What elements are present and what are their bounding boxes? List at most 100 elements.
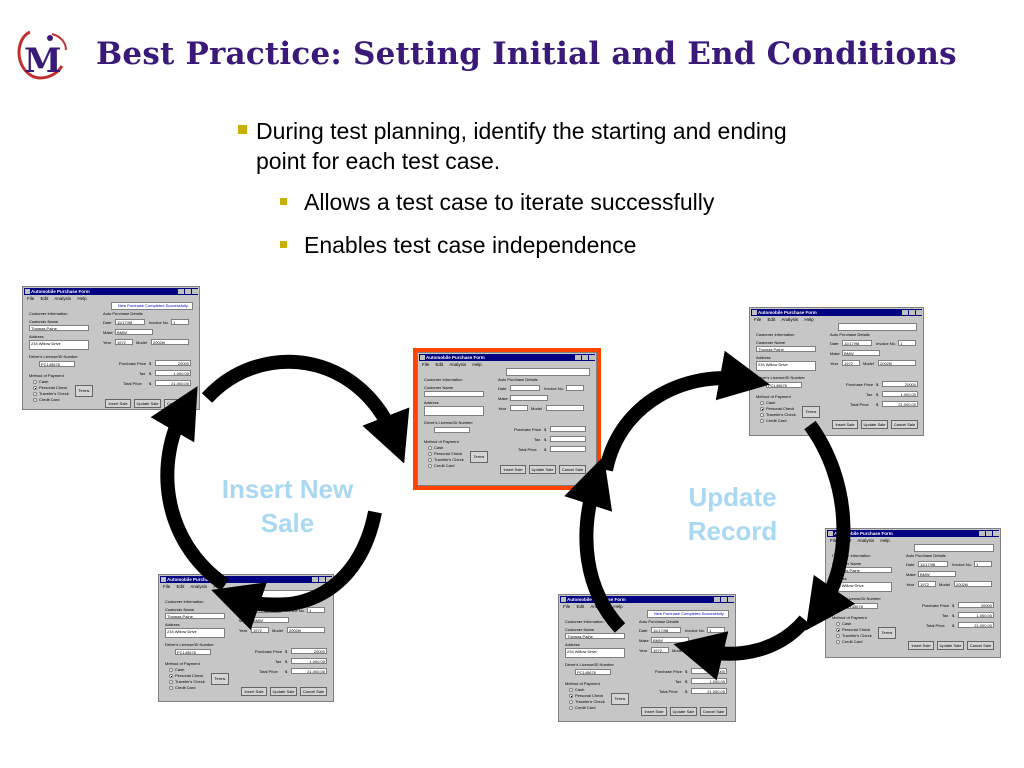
payment-radio-cash[interactable] bbox=[428, 446, 432, 450]
model-field[interactable]: 2002tii bbox=[287, 627, 325, 633]
payment-radio-travelers-check[interactable] bbox=[760, 413, 764, 417]
menu-analysis[interactable]: Analysis bbox=[857, 538, 875, 543]
make-select[interactable]: BMW bbox=[115, 329, 153, 335]
invoice-field[interactable]: 1 bbox=[307, 607, 325, 613]
payment-radio-personal-check[interactable] bbox=[33, 386, 37, 390]
date-field[interactable]: 11/17/98 bbox=[651, 627, 681, 633]
terms-button[interactable]: Terms bbox=[802, 406, 820, 418]
menu-edit[interactable]: Edit bbox=[40, 296, 49, 301]
make-select[interactable] bbox=[510, 395, 548, 401]
minimize-icon[interactable] bbox=[575, 355, 581, 360]
menu-help[interactable]: Help bbox=[472, 362, 482, 367]
license-field[interactable]: PC145678 bbox=[39, 361, 75, 367]
year-field[interactable] bbox=[510, 405, 528, 411]
menu-edit[interactable]: Edit bbox=[176, 584, 185, 589]
license-field[interactable]: PC145678 bbox=[575, 669, 611, 675]
menu-file[interactable]: File bbox=[422, 362, 430, 367]
terms-button[interactable]: Terms bbox=[470, 451, 488, 463]
cancel-sale-button[interactable]: Cancel Sale bbox=[967, 641, 994, 650]
update-sale-button[interactable]: Update Sale bbox=[529, 465, 556, 474]
purchase-price-field[interactable]: 20000 bbox=[291, 648, 327, 654]
payment-radio-travelers-check[interactable] bbox=[836, 634, 840, 638]
purchase-price-field[interactable] bbox=[550, 426, 586, 432]
menu-analysis[interactable]: Analysis bbox=[781, 317, 799, 322]
menu-analysis[interactable]: Analysis bbox=[54, 296, 72, 301]
insert-sale-button[interactable]: Insert Sale bbox=[641, 707, 667, 716]
maximize-icon[interactable] bbox=[582, 355, 588, 360]
update-sale-button[interactable]: Update Sale bbox=[937, 641, 964, 650]
model-field[interactable]: 2002tii bbox=[151, 339, 189, 345]
terms-button[interactable]: Terms bbox=[611, 693, 629, 705]
date-field[interactable]: 11/17/98 bbox=[842, 340, 872, 346]
customer-name-field[interactable]: Thomas Paine bbox=[29, 325, 89, 331]
address-field[interactable]: 234 Willow Drive bbox=[29, 340, 89, 350]
year-field[interactable]: 1972 bbox=[115, 339, 133, 345]
menu-help[interactable]: Help bbox=[880, 538, 890, 543]
close-icon[interactable] bbox=[589, 355, 595, 360]
menu-edit[interactable]: Edit bbox=[435, 362, 444, 367]
menu-help[interactable]: Help bbox=[804, 317, 814, 322]
close-icon[interactable] bbox=[192, 289, 198, 294]
make-select[interactable]: BMW bbox=[918, 571, 956, 577]
maximize-icon[interactable] bbox=[185, 289, 191, 294]
maximize-icon[interactable] bbox=[986, 531, 992, 536]
menu-analysis[interactable]: Analysis bbox=[190, 584, 208, 589]
payment-radio-cash[interactable] bbox=[33, 380, 37, 384]
date-field[interactable]: 11/17/98 bbox=[115, 319, 145, 325]
menu-file[interactable]: File bbox=[163, 584, 171, 589]
menu-analysis[interactable]: Analysis bbox=[449, 362, 467, 367]
address-field[interactable]: 234 Willow Drive bbox=[165, 628, 225, 638]
tax-field[interactable]: 1,000.00 bbox=[155, 370, 191, 376]
menu-help[interactable]: Help bbox=[77, 296, 87, 301]
make-select[interactable]: BMW bbox=[842, 350, 880, 356]
cancel-sale-button[interactable]: Cancel Sale bbox=[700, 707, 727, 716]
close-icon[interactable] bbox=[916, 310, 922, 315]
year-field[interactable]: 1972 bbox=[918, 581, 936, 587]
maximize-icon[interactable] bbox=[721, 597, 727, 602]
year-field[interactable]: 1972 bbox=[842, 360, 860, 366]
payment-radio-cash[interactable] bbox=[569, 688, 573, 692]
payment-radio-travelers-check[interactable] bbox=[428, 458, 432, 462]
minimize-icon[interactable] bbox=[902, 310, 908, 315]
update-sale-button[interactable]: Update Sale bbox=[670, 707, 697, 716]
payment-radio-travelers-check[interactable] bbox=[169, 680, 173, 684]
license-field[interactable] bbox=[434, 427, 470, 433]
invoice-field[interactable]: 1 bbox=[898, 340, 916, 346]
total-price-field[interactable]: 21,000.00 bbox=[691, 688, 727, 694]
terms-button[interactable]: Terms bbox=[211, 673, 229, 685]
payment-radio-credit-card[interactable] bbox=[33, 398, 37, 402]
close-icon[interactable] bbox=[326, 577, 332, 582]
invoice-field[interactable]: 1 bbox=[974, 561, 992, 567]
menu-file[interactable]: File bbox=[27, 296, 35, 301]
maximize-icon[interactable] bbox=[909, 310, 915, 315]
close-icon[interactable] bbox=[728, 597, 734, 602]
update-sale-button[interactable]: Update Sale bbox=[861, 420, 888, 429]
total-price-field[interactable]: 21,000.00 bbox=[958, 622, 994, 628]
payment-radio-credit-card[interactable] bbox=[760, 419, 764, 423]
insert-sale-button[interactable]: Insert Sale bbox=[832, 420, 858, 429]
payment-radio-credit-card[interactable] bbox=[836, 640, 840, 644]
menu-edit[interactable]: Edit bbox=[767, 317, 776, 322]
menu-file[interactable]: File bbox=[754, 317, 762, 322]
tax-field[interactable] bbox=[550, 436, 586, 442]
invoice-field[interactable] bbox=[566, 385, 584, 391]
license-field[interactable]: PC145678 bbox=[175, 649, 211, 655]
minimize-icon[interactable] bbox=[714, 597, 720, 602]
minimize-icon[interactable] bbox=[979, 531, 985, 536]
payment-radio-personal-check[interactable] bbox=[169, 674, 173, 678]
total-price-field[interactable] bbox=[550, 446, 586, 452]
terms-button[interactable]: Terms bbox=[75, 385, 93, 397]
payment-radio-travelers-check[interactable] bbox=[33, 392, 37, 396]
payment-radio-cash[interactable] bbox=[169, 668, 173, 672]
minimize-icon[interactable] bbox=[178, 289, 184, 294]
cancel-sale-button[interactable]: Cancel Sale bbox=[891, 420, 918, 429]
insert-sale-button[interactable]: Insert Sale bbox=[105, 399, 131, 408]
customer-name-field[interactable] bbox=[424, 391, 484, 397]
menu-help[interactable]: Help bbox=[613, 604, 623, 609]
menu-file[interactable]: File bbox=[563, 604, 571, 609]
date-field[interactable]: 11/17/98 bbox=[918, 561, 948, 567]
purchase-price-field[interactable]: 20000 bbox=[155, 360, 191, 366]
minimize-icon[interactable] bbox=[312, 577, 318, 582]
update-sale-button[interactable]: Update Sale bbox=[270, 687, 297, 696]
customer-name-field[interactable]: Thomas Paine bbox=[756, 346, 816, 352]
